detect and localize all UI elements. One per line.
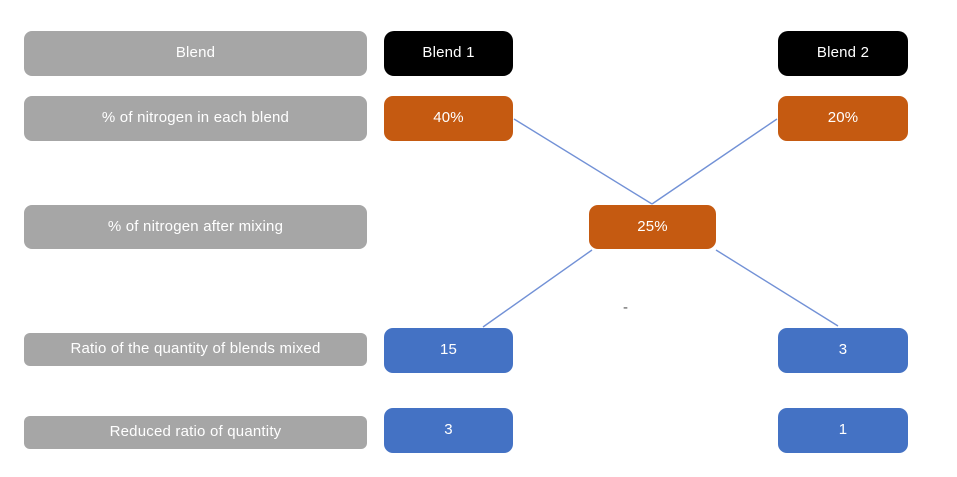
row-label-nitrogen-after: % of nitrogen after mixing	[24, 205, 367, 249]
header-blend2: Blend 2	[778, 31, 908, 76]
value-mixed-percent: 25%	[589, 205, 716, 249]
row-label-nitrogen-each: % of nitrogen in each blend	[24, 96, 367, 141]
connector-40-to-25	[513, 118, 653, 205]
value-blend1-percent: 40%	[384, 96, 513, 141]
row-label-reduced-ratio: Reduced ratio of quantity	[24, 416, 367, 449]
header-blend1: Blend 1	[384, 31, 513, 76]
value-blend1-reduced-ratio: 3	[384, 408, 513, 453]
connector-25-to-3	[715, 249, 839, 327]
row-label-blend: Blend	[24, 31, 367, 76]
row-label-ratio: Ratio of the quantity of blends mixed	[24, 333, 367, 366]
stray-dash: -	[623, 299, 628, 316]
value-blend2-percent: 20%	[778, 96, 908, 141]
value-blend2-ratio: 3	[778, 328, 908, 373]
connector-20-to-25	[651, 118, 778, 205]
connector-25-to-15	[482, 249, 593, 328]
value-blend1-ratio: 15	[384, 328, 513, 373]
value-blend2-reduced-ratio: 1	[778, 408, 908, 453]
